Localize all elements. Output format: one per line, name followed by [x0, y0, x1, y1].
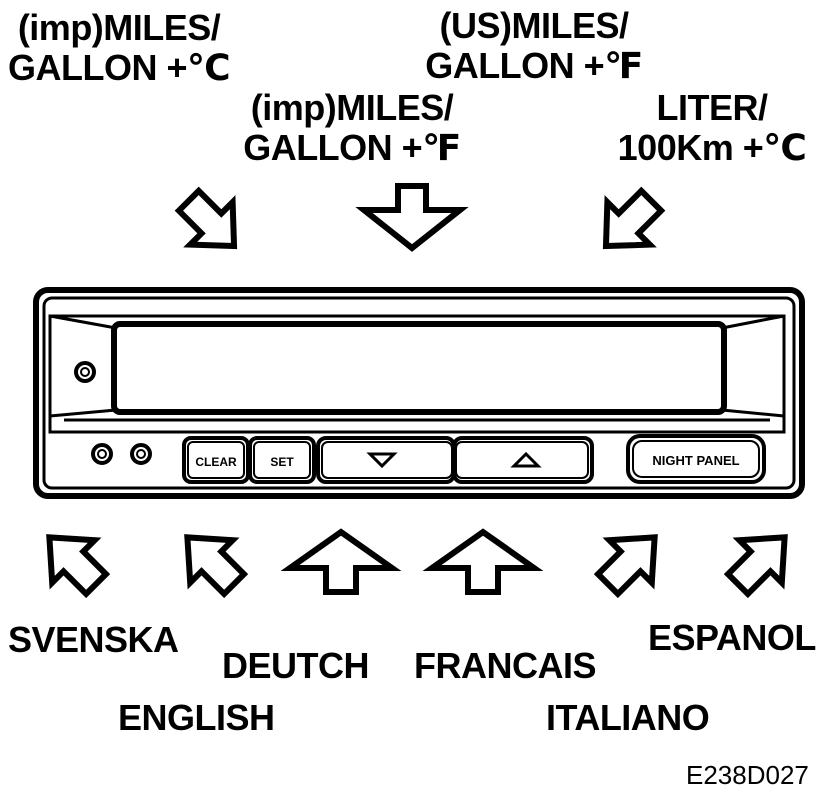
arrow-down-icon	[355, 183, 469, 252]
arrow-up-icon	[280, 528, 402, 595]
arrow-up-left-icon	[593, 534, 658, 599]
label-line: LITER/	[656, 87, 768, 128]
label-line: (imp)MILES/	[17, 7, 221, 48]
figure-code: E238D027	[686, 760, 809, 790]
indicator-led-icon	[91, 443, 113, 465]
label-line: 100Km +℃	[617, 127, 807, 168]
up-triangle-icon	[510, 451, 542, 468]
clear-button[interactable]: CLEAR	[182, 436, 250, 484]
arrow-down-right-icon	[174, 186, 238, 250]
up-button[interactable]	[452, 436, 594, 484]
arrow-up-icon	[422, 528, 544, 595]
night-panel-button-label: NIGHT PANEL	[652, 453, 739, 468]
label-imp-miles-celsius: (imp)MILES/ GALLON +℃	[8, 7, 231, 88]
arrow-up-left-icon	[723, 534, 788, 599]
light-sensor-icon	[74, 361, 96, 383]
down-triangle-icon	[366, 452, 398, 469]
label-liter-celsius: LITER/ 100Km +℃	[618, 88, 807, 168]
label-line: GALLON +℉	[243, 127, 461, 168]
arrow-down-left-icon	[602, 186, 666, 250]
arrow-up-right-icon	[46, 534, 111, 599]
label-line: (imp)MILES/	[250, 87, 454, 128]
label-deutch: DEUTCH	[222, 645, 370, 686]
label-line: GALLON +℃	[8, 47, 231, 88]
label-espanol: ESPANOL	[648, 617, 816, 658]
label-line: GALLON +℉	[425, 45, 643, 86]
label-italiano: ITALIANO	[546, 697, 710, 738]
arrow-up-right-icon	[184, 534, 249, 599]
night-panel-button[interactable]: NIGHT PANEL	[626, 434, 766, 484]
label-us-miles-fahrenheit: (US)MILES/ GALLON +℉	[425, 6, 643, 86]
label-line: (US)MILES/	[439, 5, 629, 46]
set-button[interactable]: SET	[248, 436, 316, 484]
lcd-screen	[111, 321, 727, 415]
down-button[interactable]	[316, 436, 456, 484]
indicator-led-icon	[130, 443, 152, 465]
clear-button-label: CLEAR	[195, 455, 237, 469]
label-english: ENGLISH	[118, 697, 275, 738]
label-francais: FRANCAIS	[414, 645, 597, 686]
set-button-label: SET	[270, 455, 294, 469]
label-svenska: SVENSKA	[8, 619, 179, 660]
label-imp-miles-fahrenheit: (imp)MILES/ GALLON +℉	[243, 88, 461, 168]
